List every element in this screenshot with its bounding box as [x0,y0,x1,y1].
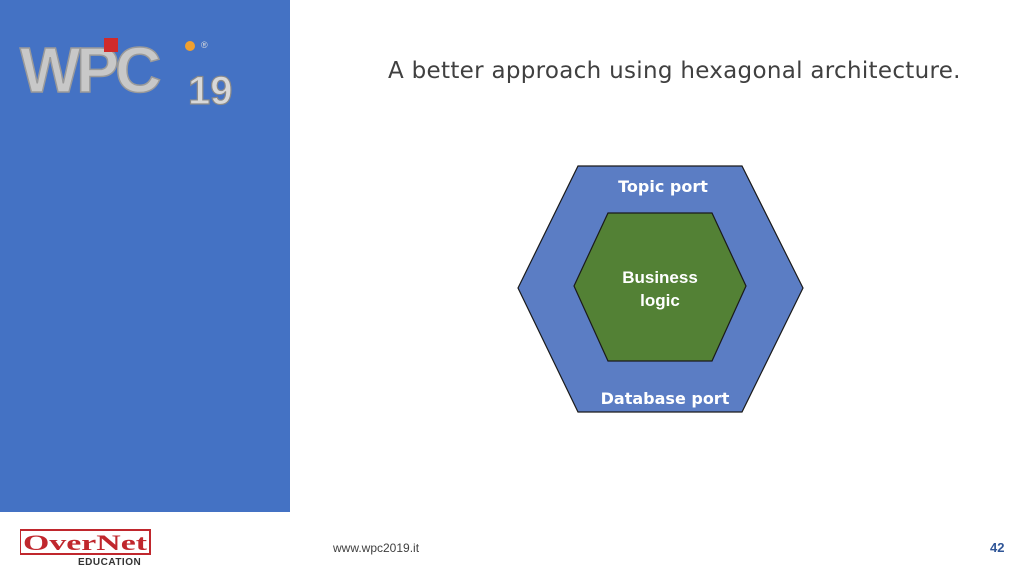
topic-port-label: Topic port [618,177,708,196]
database-port-label: Database port [601,389,730,408]
wpc-logo-number: 19 [188,69,233,110]
business-logic-label-line2: logic [640,291,680,310]
sidebar-panel [0,0,290,512]
page-number: 42 [990,540,1005,555]
business-logic-label-line1: Business [622,268,698,287]
overnet-logo-bar [20,529,151,555]
inner-hexagon [573,212,747,362]
wpc-logo-red-accent [104,38,118,52]
overnet-logo-sub: EDUCATION [78,557,141,568]
wpc19-logo: WPC ® 19 [19,33,233,110]
wpc-logo-registered: ® [201,40,208,50]
footer-url: www.wpc2019.it [333,541,420,555]
overnet-logo-name: OverNet [23,530,148,555]
wpc-logo-letters: WPC [20,34,160,106]
overnet-education-logo: OverNet EDUCATION [20,529,151,568]
hexagon-diagram: Topic port Database port Business logic [517,165,804,413]
slide-title: A better approach using hexagonal archit… [388,58,961,84]
wpc-logo-orange-dot [185,41,195,51]
